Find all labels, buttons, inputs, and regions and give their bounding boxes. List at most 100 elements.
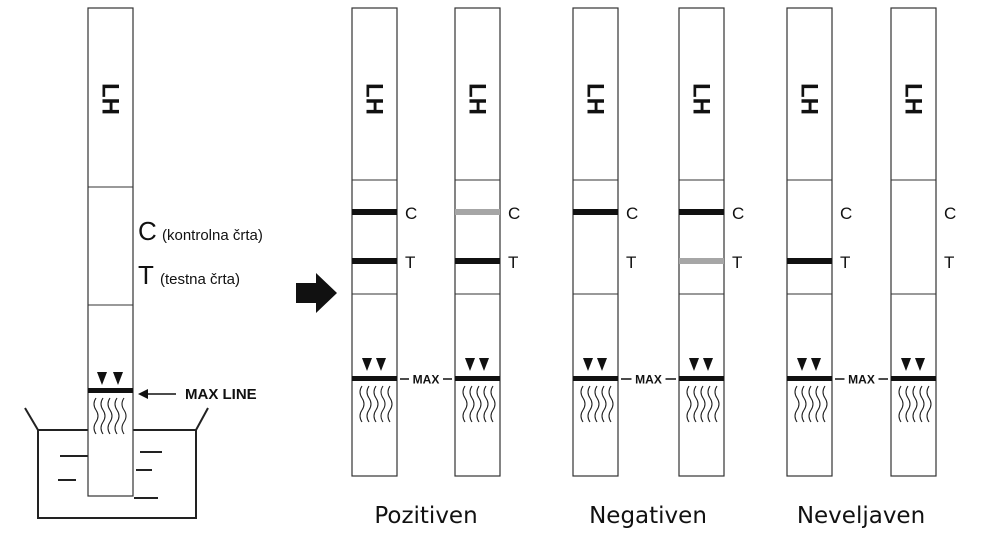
result-strip-4: LH C T [678, 7, 744, 477]
strip-max-line [891, 376, 936, 381]
strip-t-letter: T [944, 253, 954, 272]
wave-mark [608, 385, 614, 423]
max-label-group-1: MAX [400, 373, 452, 387]
wave-mark [462, 385, 468, 423]
arrow-marker-2 [811, 358, 821, 371]
dip-t-description: (testna črta) [160, 271, 240, 288]
strip-c-letter: C [944, 204, 956, 223]
strip-max-line [679, 376, 724, 381]
strip-lh-label: LH [688, 83, 715, 115]
strip-t-letter: T [732, 253, 742, 272]
wave-marks [462, 385, 496, 423]
strip-max-line [787, 376, 832, 381]
strip-t-letter: T [405, 253, 415, 272]
arrow-marker-1 [465, 358, 475, 371]
strip-c-letter: C [626, 204, 638, 223]
dip-strip-lh-label: LH [97, 83, 124, 115]
result-strip-2: LH C T [454, 7, 520, 477]
test-line [679, 258, 724, 264]
strip-body [890, 7, 937, 477]
dip-c-letter: C [138, 216, 157, 246]
water-cup [24, 407, 209, 519]
dip-arrow-marker-2 [113, 372, 123, 385]
strip-body [351, 7, 398, 477]
strip-lh-label: LH [464, 83, 491, 115]
strip-c-letter: C [508, 204, 520, 223]
wave-mark [693, 385, 699, 423]
arrow-marker-2 [376, 358, 386, 371]
wave-mark [483, 385, 489, 423]
strip-lh-label: LH [582, 83, 609, 115]
strip-max-line [455, 376, 500, 381]
wave-mark [587, 385, 593, 423]
cup-outline [24, 407, 209, 519]
wave-mark [808, 385, 814, 423]
wave-mark [912, 385, 918, 423]
max-label-group-2: MAX [621, 373, 676, 387]
strip-body [786, 7, 833, 477]
control-line [455, 209, 500, 215]
wave-mark [898, 385, 904, 423]
strip-max-line [352, 376, 397, 381]
wave-mark [380, 385, 386, 423]
dip-strip-max-line [88, 388, 133, 393]
wave-mark [476, 385, 482, 423]
wave-mark [580, 385, 586, 423]
result-label-invalid: Neveljaven [797, 503, 925, 529]
arrow-marker-1 [583, 358, 593, 371]
dip-illustration: LH C (kontrolna črta) T (testna črta) MA… [24, 7, 263, 519]
strip-c-letter: C [732, 204, 744, 223]
max-label-group-3: MAX [835, 373, 888, 387]
strip-lh-label: LH [900, 83, 927, 115]
max-label: MAX [413, 373, 440, 387]
wave-mark [822, 385, 828, 423]
result-strip-6: LH C T [890, 7, 956, 477]
test-line [352, 258, 397, 264]
strip-body [572, 7, 619, 477]
dip-c-description: (kontrolna črta) [162, 227, 263, 244]
strip-body [454, 7, 501, 477]
wave-mark [387, 385, 393, 423]
wave-marks [359, 385, 393, 423]
wave-mark [815, 385, 821, 423]
arrow-marker-1 [797, 358, 807, 371]
result-label-negative: Negativen [589, 503, 707, 529]
wave-mark [794, 385, 800, 423]
dip-wave-marks [93, 397, 127, 435]
wave-mark [490, 385, 496, 423]
wave-marks [794, 385, 828, 423]
result-label-positive: Pozitiven [374, 503, 477, 529]
control-line [679, 209, 724, 215]
arrow-marker-1 [362, 358, 372, 371]
arrow-marker-2 [703, 358, 713, 371]
strip-t-letter: T [840, 253, 850, 272]
dip-strip-body [87, 7, 134, 497]
wave-mark [926, 385, 932, 423]
control-line [352, 209, 397, 215]
wave-mark [366, 385, 372, 423]
max-line-pointer-head [138, 389, 148, 399]
max-label: MAX [635, 373, 662, 387]
arrow-marker-1 [901, 358, 911, 371]
big-right-arrow [296, 273, 337, 313]
wave-mark [801, 385, 807, 423]
dip-arrow-marker-1 [97, 372, 107, 385]
wave-mark [905, 385, 911, 423]
arrow-marker-2 [597, 358, 607, 371]
wave-marks [580, 385, 614, 423]
wave-mark [359, 385, 365, 423]
arrow-marker-1 [689, 358, 699, 371]
wave-marks [686, 385, 720, 423]
arrow-marker-2 [479, 358, 489, 371]
strip-t-letter: T [508, 253, 518, 272]
control-line [573, 209, 618, 215]
strip-max-line [573, 376, 618, 381]
wave-mark [469, 385, 475, 423]
max-line-pointer [138, 389, 176, 399]
dip-strip: LH [87, 7, 134, 497]
wave-marks [898, 385, 932, 423]
wave-mark [707, 385, 713, 423]
